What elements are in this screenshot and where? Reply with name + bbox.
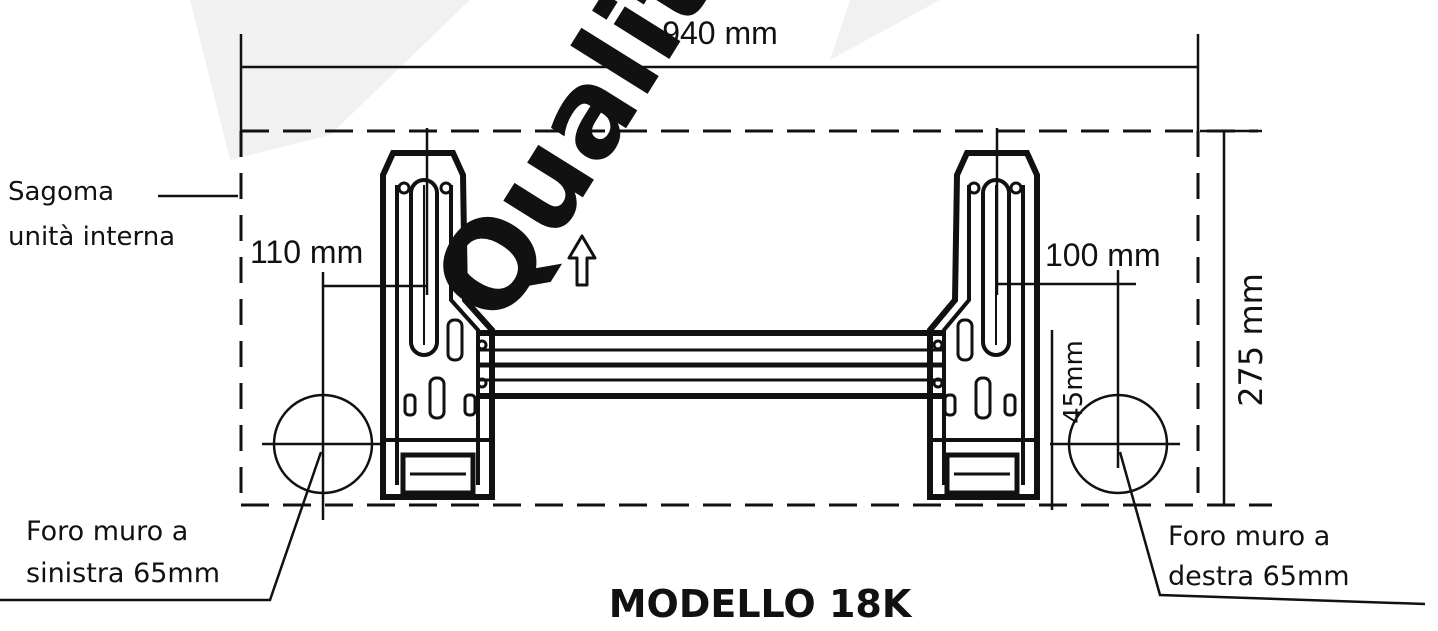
width-dimension [239,34,1200,131]
width-label: 940 mm [662,15,778,51]
height-dimension [1200,129,1262,505]
left-bracket [380,128,495,500]
left-hole-label-line2: sinistra 65mm [26,558,220,589]
outline-label-line1: Sagoma [8,177,114,207]
height-label: 275 mm [1232,273,1270,407]
model-title: MODELLO 18K [609,582,913,626]
watermark: Quality [190,0,940,345]
outline-label-line2: unità interna [8,222,175,252]
left-offset-label: 110 mm [250,234,363,270]
indoor-unit-outline [239,129,1272,507]
left-hole-label-line1: Foro muro a [26,516,188,547]
left-wall-hole [0,272,427,602]
hole-height-label: 45mm [1059,340,1089,424]
right-offset-label: 100 mm [1045,237,1161,273]
right-wall-hole [997,270,1426,606]
right-hole-label-line1: Foro muro a [1168,521,1330,552]
bracket-crossbar [476,330,945,399]
up-arrow-icon [567,234,597,287]
right-hole-label-line2: destra 65mm [1168,561,1350,592]
right-bracket [927,128,1040,500]
